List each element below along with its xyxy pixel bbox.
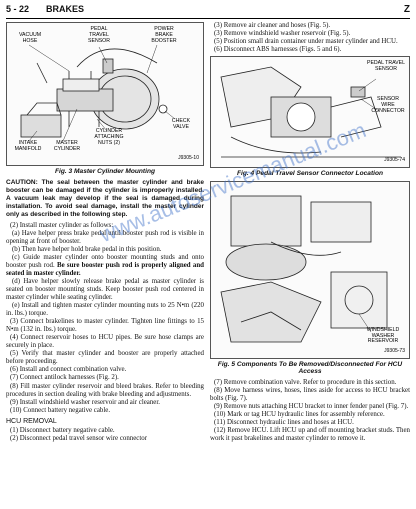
figure-5-caption: Fig. 5 Components To Be Removed/Disconne… (217, 360, 403, 376)
label-master-cylinder: MASTER CYLINDER (53, 140, 81, 152)
right-step-7: (7) Remove combination valve. Refer to p… (214, 378, 397, 386)
step-2d: (d) Have helper slowly release brake ped… (6, 277, 204, 302)
step-4: (4) Connect reservoir hoses to HCU pipes… (6, 334, 204, 350)
step-2e: (e) Install and tighten master cylinder … (6, 302, 204, 318)
label-power-brake-booster: POWER BRAKE BOOSTER (151, 26, 177, 44)
right-step-12: (12) Remove HCU. Lift HCU up and off mou… (210, 427, 410, 443)
right-column: (3) Remove air cleaner and hoses (Fig. 5… (210, 22, 410, 443)
figure-3-code: J9305-10 (178, 154, 199, 161)
right-step-3: (5) Position small drain container under… (214, 38, 398, 46)
master-cylinder-illustration (20, 44, 176, 142)
right-step-1: (3) Remove air cleaner and hoses (Fig. 5… (214, 22, 331, 29)
right-step-11: (11) Disconnect hydraulic lines and hose… (214, 419, 354, 427)
step-8: (8) Fill master cylinder reservoir and b… (6, 382, 204, 398)
figure-5: WINDSHIELD WASHER RESERVOIR J9305-73 (210, 180, 410, 359)
label-vacuum-hose: VACUUM HOSE (18, 32, 42, 44)
step-2c: (c) Guide master cylinder onto booster m… (6, 254, 204, 278)
removal-step-1: (1) Disconnect battery negative cable. (10, 426, 115, 434)
label-windshield-washer-reservoir: WINDSHIELD WASHER RESERVOIR (366, 326, 400, 345)
figure-3: VACUUM HOSE PEDAL TRAVEL SENSOR POWER BR… (6, 22, 204, 166)
right-step-8: (8) Move harness wires, hoses, lines asi… (210, 387, 410, 403)
right-step-9: (9) Remove nuts attaching HCU bracket to… (214, 403, 409, 411)
label-check-valve: CHECK VALVE (171, 118, 191, 130)
right-step-10: (10) Mark or tag HCU hydraulic lines for… (214, 411, 385, 419)
right-step-2: (3) Remove windshield washer reservoir (… (214, 30, 351, 38)
hcu-access-illustration (220, 195, 388, 343)
step-2: (2) Install master cylinder as follows: (10, 221, 114, 229)
step-10: (10) Connect battery negative cable. (10, 406, 111, 414)
step-9: (9) Install windshield washer reservoir … (10, 398, 161, 406)
caution-note: CAUTION: The seal between the master cyl… (6, 178, 204, 218)
step-2c-text: (c) Guide master cylinder onto booster m… (6, 253, 204, 269)
step-5: (5) Verify that master cylinder and boos… (6, 350, 204, 366)
step-6: (6) Install and connect combination valv… (10, 366, 127, 374)
label-intake-manifold: INTAKE MANIFOLD (14, 140, 42, 152)
label-pedal-travel-sensor: PEDAL TRAVEL SENSOR (88, 26, 110, 44)
model-mark: Z (403, 4, 410, 15)
page-number: 5 - 22 (6, 4, 30, 14)
step-3: (3) Connect brakelines to master cylinde… (6, 318, 204, 334)
hcu-removal-heading: HCU REMOVAL (6, 417, 57, 425)
step-2a: (a) Have helper press brake pedal until … (6, 229, 204, 245)
step-2c-emphasis: Be sure booster push rod is properly ali… (6, 261, 204, 277)
figure-3-caption: Fig. 3 Master Cylinder Mounting (54, 168, 155, 175)
figure-5-code: J9305-73 (384, 347, 405, 354)
step-2b: (b) Then have helper hold brake pedal in… (12, 245, 162, 253)
label-sensor-wire-connector: SENSOR WIRE CONNECTOR (371, 96, 405, 114)
pedal-sensor-illustration (220, 66, 401, 158)
step-7: (7) Connect antilock harnesses (Fig. 2). (10, 374, 119, 382)
section-title: BRAKES (46, 4, 85, 14)
figure-4-caption: Fig. 4 Pedal Travel Sensor Connector Loc… (236, 170, 384, 178)
figure-4-code: J9305-74 (384, 157, 405, 164)
figure-4: PEDAL TRAVEL SENSOR SENSOR WIRE CONNECTO… (210, 56, 410, 169)
left-column: VACUUM HOSE PEDAL TRAVEL SENSOR POWER BR… (6, 22, 204, 443)
removal-step-2: (2) Disconnect pedal travel sensor wire … (10, 434, 147, 442)
page-header: 5 - 22 BRAKES Z (6, 4, 410, 19)
right-step-4: (6) Disconnect ABS harnesses (Figs. 5 an… (214, 46, 342, 54)
label-pedal-travel-sensor-fig4: PEDAL TRAVEL SENSOR (367, 60, 405, 72)
label-cylinder-attaching-nuts: CYLINDER ATTACHING NUTS (2) (94, 128, 124, 146)
